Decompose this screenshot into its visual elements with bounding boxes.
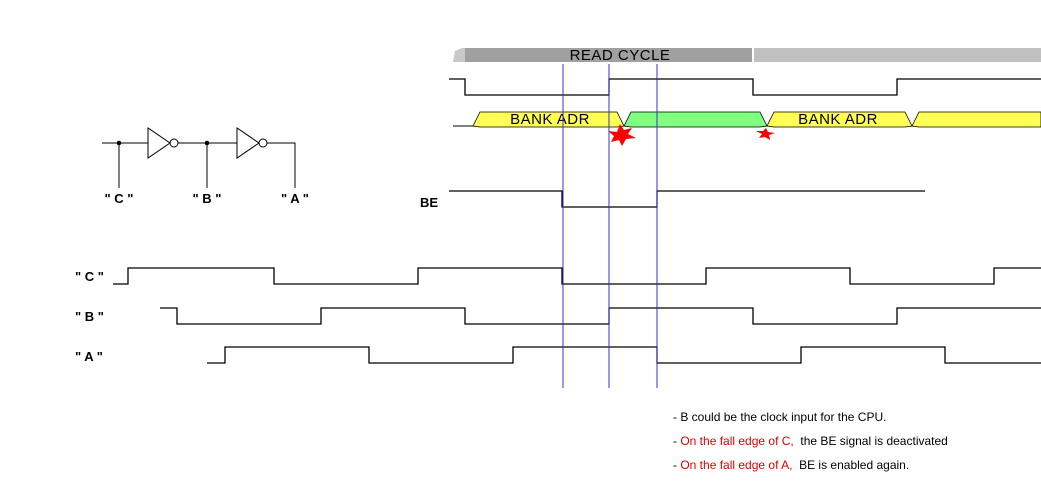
note-prefix: - [673,458,681,472]
note-text: BE is enabled again. [792,458,910,472]
note-text: the BE signal is deactivated [793,434,948,448]
bus-segment-bank-adr-3 [911,111,1041,128]
glitch-marker-1 [608,124,636,146]
note-item: - On the fall edge of A, BE is enabled a… [673,453,948,477]
c-waveform [113,267,1041,285]
inverter-chain [102,127,296,188]
address-bus: BANK ADR BANK ADR [453,111,1041,128]
note-highlight: On the fall edge of C, [680,434,794,448]
note-text: B could be the clock input for the CPU. [680,410,887,424]
b-waveform [160,307,1041,325]
read-cycle-label: READ CYCLE [570,47,671,64]
bus-label-bank-adr-1: BANK ADR [510,111,590,128]
bus-segment-data [623,111,768,128]
gate-label-a: " A " [281,191,309,206]
top-clock-waveform [449,78,1041,96]
gate-label-b: " B " [193,191,222,206]
signal-label-be: BE [420,195,438,210]
note-prefix: - [673,410,681,424]
signal-label-c: " C " [75,269,104,284]
note-prefix: - [673,434,681,448]
read-cycle-bar: READ CYCLE [453,47,1041,64]
signal-label-a: " A " [75,349,103,364]
gate-label-c: " C " [105,191,134,206]
bus-label-bank-adr-2: BANK ADR [798,111,878,128]
note-highlight: On the fall edge of A, [680,458,793,472]
note-item: - On the fall edge of C, the BE signal i… [673,429,948,453]
glitch-marker-2 [756,128,775,140]
a-waveform [207,346,1041,364]
note-item: - B could be the clock input for the CPU… [673,405,948,429]
signal-label-b: " B " [75,309,104,324]
notes: - B could be the clock input for the CPU… [673,405,948,477]
be-waveform [449,190,925,208]
